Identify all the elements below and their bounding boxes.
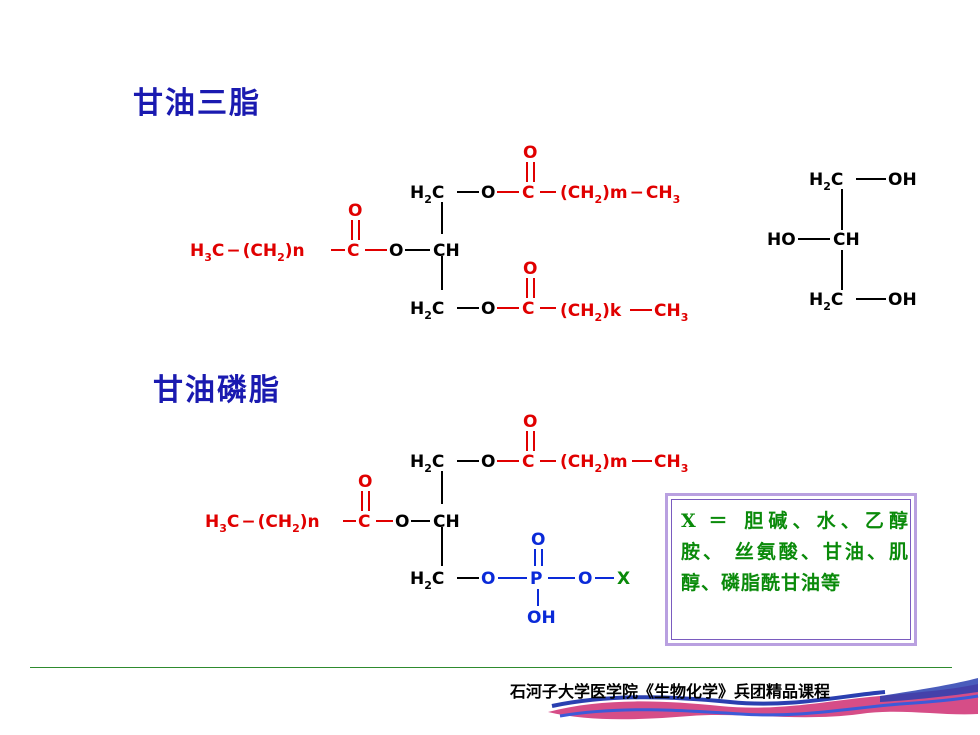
- tg-bot-carbonyl-c: C: [522, 299, 534, 319]
- tg-bot-chain: (CH2)k: [560, 301, 622, 324]
- pl-mid-carbonyl-o: O: [358, 472, 372, 492]
- pl-bot-h2c: H2C: [410, 569, 444, 592]
- footer-course-title: 石河子大学医学院《生物化学》兵团精品课程: [510, 682, 831, 701]
- glycerol-bot-h2c: H2C: [809, 290, 843, 313]
- pl-phosphate-o2: O: [578, 569, 592, 589]
- footer-divider: [30, 667, 952, 668]
- x-definition-text: X ＝ 胆碱、水、乙醇胺、 丝氨酸、甘油、肌醇、磷脂酰甘油等: [681, 510, 909, 594]
- triglyceride-structure: H2C O C O (CH2)m−CH3 H3C−(CH2)n C O O CH: [190, 143, 688, 324]
- pl-top-ch3: CH3: [654, 452, 688, 475]
- tg-top-carbonyl-o: O: [523, 143, 537, 163]
- pl-phosphorus: P: [530, 569, 542, 589]
- glycerol-mid-ch: CH: [833, 230, 860, 250]
- pl-phosphate-oh: OH: [527, 608, 556, 628]
- pl-top-ester-o: O: [481, 452, 495, 472]
- tg-mid-ch: CH: [433, 241, 460, 261]
- tg-top-chain: (CH2)m−CH3: [560, 183, 680, 206]
- glycerol-top-oh: OH: [888, 170, 917, 190]
- tg-mid-carbonyl-o: O: [348, 201, 362, 221]
- pl-mid-ester-o: O: [395, 512, 409, 532]
- glycerol-structure: H2C OH HO CH H2C OH: [767, 170, 917, 313]
- pl-mid-ch: CH: [433, 512, 460, 532]
- tg-bot-ch3: CH3: [654, 301, 688, 324]
- tg-bot-carbonyl-o: O: [523, 259, 537, 279]
- pl-mid-chain: H3C−(CH2)n: [205, 512, 320, 535]
- triglyceride-heading: 甘油三脂: [133, 86, 261, 121]
- glycerol-mid-ho: HO: [767, 230, 796, 250]
- pl-phosphate-o1: O: [481, 569, 495, 589]
- tg-bot-h2c: H2C: [410, 299, 444, 322]
- tg-top-ester-o: O: [481, 183, 495, 203]
- tg-mid-carbonyl-c: C: [347, 241, 359, 261]
- pl-x-group: X: [617, 569, 630, 589]
- tg-mid-ester-o: O: [389, 241, 403, 261]
- pl-top-carbonyl-c: C: [522, 452, 534, 472]
- x-definition-box: X ＝ 胆碱、水、乙醇胺、 丝氨酸、甘油、肌醇、磷脂酰甘油等: [665, 493, 917, 646]
- pl-phosphate-double-o: O: [531, 530, 545, 550]
- phospholipid-structure: H2C O C O (CH2)m CH3 H3C−(CH2)n C O O: [205, 412, 688, 628]
- tg-top-h2c: H2C: [410, 183, 444, 206]
- glycerol-top-h2c: H2C: [809, 170, 843, 193]
- phospholipid-heading: 甘油磷脂: [153, 373, 281, 408]
- glycerol-bot-oh: OH: [888, 290, 917, 310]
- tg-top-carbonyl-c: C: [522, 183, 534, 203]
- tg-bot-ester-o: O: [481, 299, 495, 319]
- pl-top-carbonyl-o: O: [523, 412, 537, 432]
- pl-top-chain: (CH2)m: [560, 452, 628, 475]
- tg-mid-chain: H3C−(CH2)n: [190, 241, 305, 264]
- pl-mid-carbonyl-c: C: [358, 512, 370, 532]
- pl-top-h2c: H2C: [410, 452, 444, 475]
